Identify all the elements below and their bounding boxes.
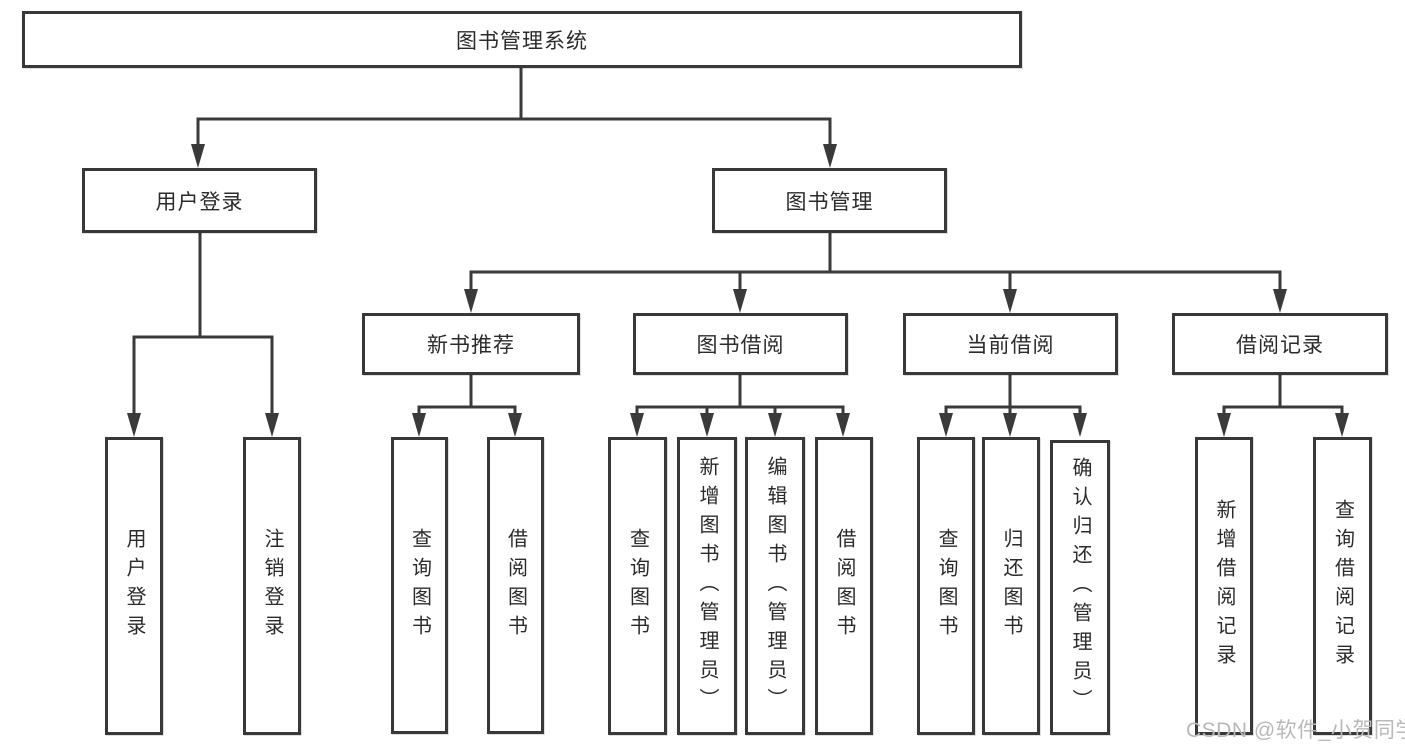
leaf-logout: 注销登录 — [243, 437, 301, 735]
leaf-borrow-books-1: 借阅图书 — [487, 437, 544, 734]
connector-newbooks-to-leaves — [412, 374, 522, 437]
arrow-down-icon — [412, 413, 426, 437]
leaf-confirm-return-admin: 确认归还（管理员） — [1050, 440, 1110, 735]
leaf-borrow-books-2: 借阅图书 — [815, 437, 873, 735]
leaf-query-books-1: 查询图书 — [391, 437, 448, 734]
arrow-down-icon — [464, 289, 478, 313]
node-current-borrow: 当前借阅 — [903, 313, 1118, 375]
node-borrow-records: 借阅记录 — [1172, 313, 1388, 375]
node-book-management: 图书管理 — [712, 168, 947, 233]
arrow-down-icon — [508, 413, 522, 437]
arrow-down-icon — [1003, 289, 1017, 313]
leaf-query-books-2: 查询图书 — [608, 437, 667, 735]
connector-userlogin-to-leaves — [127, 232, 279, 437]
arrow-down-icon — [1003, 413, 1017, 437]
connector-root-to-level2 — [191, 67, 837, 168]
leaf-add-borrow-record: 新增借阅记录 — [1195, 437, 1253, 735]
csdn-watermark: CSDN @软件_小贺同学 — [1186, 719, 1405, 742]
node-root-system: 图书管理系统 — [22, 11, 1022, 68]
arrow-down-icon — [1217, 413, 1231, 437]
connector-bookmgmt-to-level3 — [464, 232, 1287, 313]
arrow-down-icon — [823, 144, 837, 168]
arrow-down-icon — [768, 413, 782, 437]
arrow-down-icon — [836, 413, 850, 437]
arrow-down-icon — [733, 289, 747, 313]
arrow-down-icon — [700, 413, 714, 437]
arrow-down-icon — [191, 144, 205, 168]
arrow-down-icon — [127, 413, 141, 437]
arrow-down-icon — [1073, 413, 1087, 437]
connector-current-to-leaves — [939, 374, 1087, 437]
leaf-query-borrow-record: 查询借阅记录 — [1313, 437, 1372, 735]
leaf-user-login: 用户登录 — [105, 437, 163, 735]
arrow-down-icon — [1335, 413, 1349, 437]
leaf-edit-books-admin: 编辑图书（管理员） — [745, 437, 805, 735]
arrow-down-icon — [265, 413, 279, 437]
connector-borrow-to-leaves — [630, 374, 850, 437]
arrow-down-icon — [939, 413, 953, 437]
arrow-down-icon — [630, 413, 644, 437]
node-book-borrow: 图书借阅 — [633, 313, 848, 375]
node-user-login: 用户登录 — [82, 168, 317, 233]
connector-records-to-leaves — [1217, 374, 1349, 437]
leaf-add-books-admin: 新增图书（管理员） — [677, 437, 737, 735]
leaf-query-books-3: 查询图书 — [917, 437, 975, 735]
leaf-return-books: 归还图书 — [982, 437, 1040, 735]
node-new-book-recommend: 新书推荐 — [362, 313, 580, 375]
arrow-down-icon — [1273, 289, 1287, 313]
